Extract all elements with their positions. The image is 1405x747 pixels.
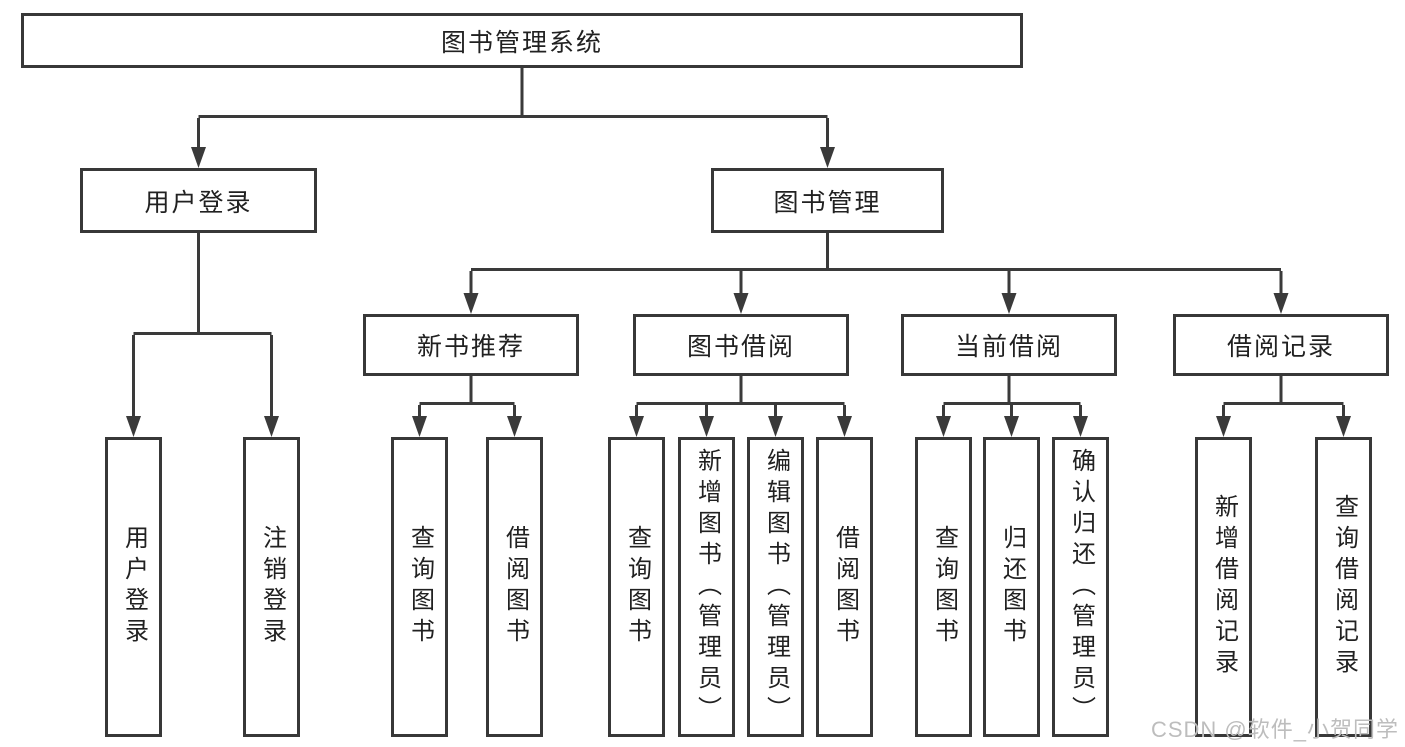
node-query-borrow-record: 查询借阅记录 [1315, 437, 1372, 737]
node-user-login-leaf: 用户登录 [105, 437, 162, 737]
node-label: 注销登录 [258, 525, 286, 649]
node-label: 查询图书 [406, 525, 434, 649]
node-borrow-books-recommend: 借阅图书 [486, 437, 543, 737]
node-new-book-recommend: 新书推荐 [363, 314, 579, 376]
node-book-borrowing: 图书借阅 [633, 314, 849, 376]
node-borrow-books-borrow: 借阅图书 [816, 437, 873, 737]
node-label: 图书管理 [773, 188, 882, 217]
node-borrowing-records: 借阅记录 [1173, 314, 1389, 376]
node-label: 新书推荐 [416, 333, 525, 361]
node-label: 当前借阅 [954, 333, 1063, 361]
node-label: 查询图书 [930, 525, 958, 649]
node-user-login-module: 用户登录 [80, 168, 317, 233]
node-edit-book-admin: 编辑图书（管理员） [747, 437, 804, 737]
node-root-system: 图书管理系统 [21, 13, 1023, 68]
node-label: 图书借阅 [686, 333, 795, 361]
node-add-borrow-record: 新增借阅记录 [1195, 437, 1252, 737]
node-query-books-current: 查询图书 [915, 437, 972, 737]
node-current-borrowing: 当前借阅 [901, 314, 1117, 376]
node-logout: 注销登录 [243, 437, 300, 737]
node-label: 用户登录 [144, 188, 253, 217]
node-label: 查询图书 [623, 525, 651, 649]
node-confirm-return-admin: 确认归还（管理员） [1052, 437, 1109, 737]
node-query-books-borrow: 查询图书 [608, 437, 665, 737]
node-label: 新增图书（管理员） [693, 447, 721, 727]
node-label: 查询借阅记录 [1330, 494, 1358, 680]
node-book-management-module: 图书管理 [711, 168, 944, 233]
node-label: 确认归还（管理员） [1067, 447, 1095, 727]
node-label: 借阅图书 [501, 525, 529, 649]
node-label: 用户登录 [120, 525, 148, 649]
node-label: 图书管理系统 [440, 28, 603, 57]
connector-segments [132, 68, 1345, 419]
node-add-book-admin: 新增图书（管理员） [678, 437, 735, 737]
node-label: 借阅图书 [831, 525, 859, 649]
node-label: 借阅记录 [1226, 333, 1335, 361]
node-label: 新增借阅记录 [1210, 494, 1238, 680]
arrowheads [126, 147, 1351, 437]
node-label: 编辑图书（管理员） [762, 447, 790, 727]
node-label: 归还图书 [998, 525, 1026, 649]
node-query-books-recommend: 查询图书 [391, 437, 448, 737]
node-return-book: 归还图书 [983, 437, 1040, 737]
